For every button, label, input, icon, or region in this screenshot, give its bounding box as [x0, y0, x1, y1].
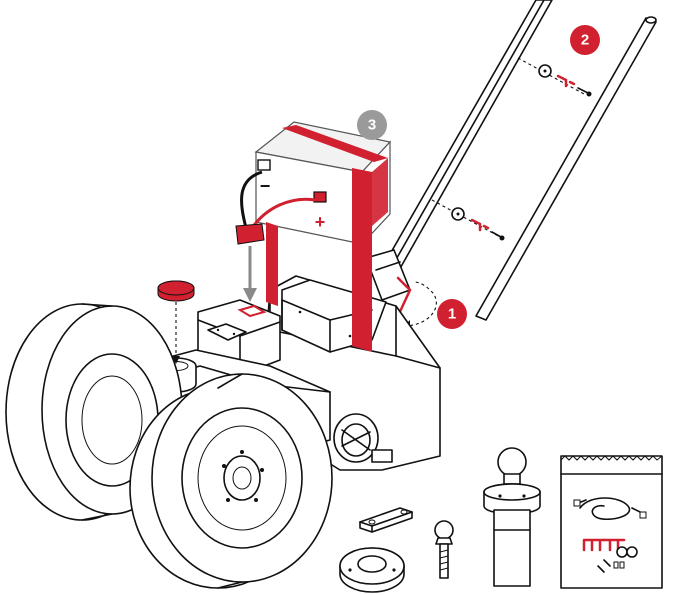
- clips-icon: [582, 538, 606, 552]
- battery: − +: [235, 121, 392, 352]
- step-2-circle: [570, 25, 600, 55]
- positive-sign: +: [315, 212, 326, 232]
- parts-bag: [560, 455, 663, 589]
- fastener-set-upper: [517, 57, 592, 97]
- washer-icon: [616, 546, 628, 558]
- step-3-circle: [357, 110, 387, 140]
- coupler-ring: [339, 547, 405, 593]
- step-1-number: 1: [448, 306, 456, 323]
- clip-icon: [556, 74, 576, 88]
- cable-icon: [579, 497, 631, 521]
- negative-terminal: [257, 159, 271, 171]
- step-3-number: 3: [368, 117, 376, 134]
- negative-sign: −: [260, 176, 271, 196]
- red-cap: [157, 280, 195, 364]
- small-hitch-ball: [434, 520, 454, 579]
- battery-connector: [235, 223, 265, 245]
- step-badge-2: 2: [570, 25, 600, 55]
- step-badge-3: 3: [357, 110, 387, 140]
- motor-knob: [333, 413, 393, 463]
- connector-slot-marker: [237, 304, 267, 318]
- step-2-number: 2: [581, 32, 589, 49]
- large-hitch-ball: [483, 447, 541, 587]
- step-badge-1: 1: [437, 299, 467, 329]
- bolt-icon: [597, 559, 611, 573]
- clip-icon: [470, 218, 490, 232]
- rear-wheel: [5, 303, 183, 521]
- front-wheel: [129, 373, 333, 589]
- handle-assembly: [365, 0, 553, 318]
- rotate-arrow: [403, 281, 437, 327]
- positive-terminal: [313, 191, 327, 203]
- extension-rod: [475, 16, 657, 321]
- fastener-set-lower: [431, 199, 505, 241]
- mounting-bracket: [359, 507, 413, 533]
- washer-icon: [626, 546, 638, 558]
- step-1-circle: [437, 299, 467, 329]
